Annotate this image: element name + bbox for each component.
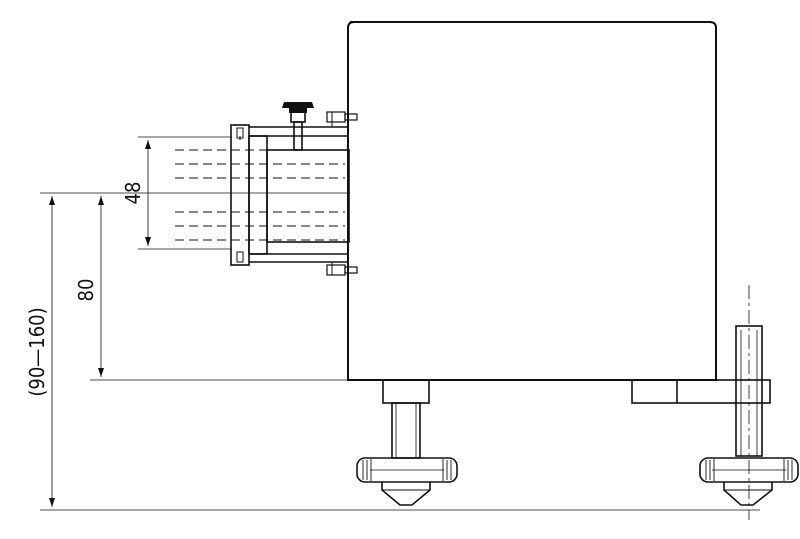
dim-axis-height-label: 80 [74, 279, 98, 302]
bore-hidden-lines [175, 149, 345, 241]
bearing-assembly [230, 111, 358, 276]
knob-head [282, 102, 314, 108]
wall-screw-bottom [326, 264, 346, 276]
main-housing [347, 21, 717, 381]
front-flange [230, 124, 250, 266]
knob-neck [290, 111, 306, 123]
right-foot-wheel [699, 457, 799, 483]
right-foot-pad [723, 482, 773, 506]
dim-bore [138, 136, 232, 250]
left-foot-pad [381, 482, 431, 506]
left-wheel-knurl [362, 459, 452, 481]
wall-screw-top [326, 111, 346, 123]
right-bracket [631, 379, 771, 404]
left-foot-wheel [356, 457, 458, 483]
inner-sleeve [248, 135, 268, 255]
housing-outline [347, 21, 717, 381]
dim-axis-height [90, 196, 348, 381]
flange-slot-bottom [236, 251, 244, 263]
dim-bore-label: 48 [121, 182, 145, 205]
dim-range [40, 196, 760, 511]
left-leveling-foot [356, 379, 458, 506]
left-foot-block [382, 379, 430, 404]
dim-range-label: (90—160) [25, 307, 49, 396]
right-wheel-knurl [705, 459, 793, 481]
knob-shaft [293, 121, 303, 151]
